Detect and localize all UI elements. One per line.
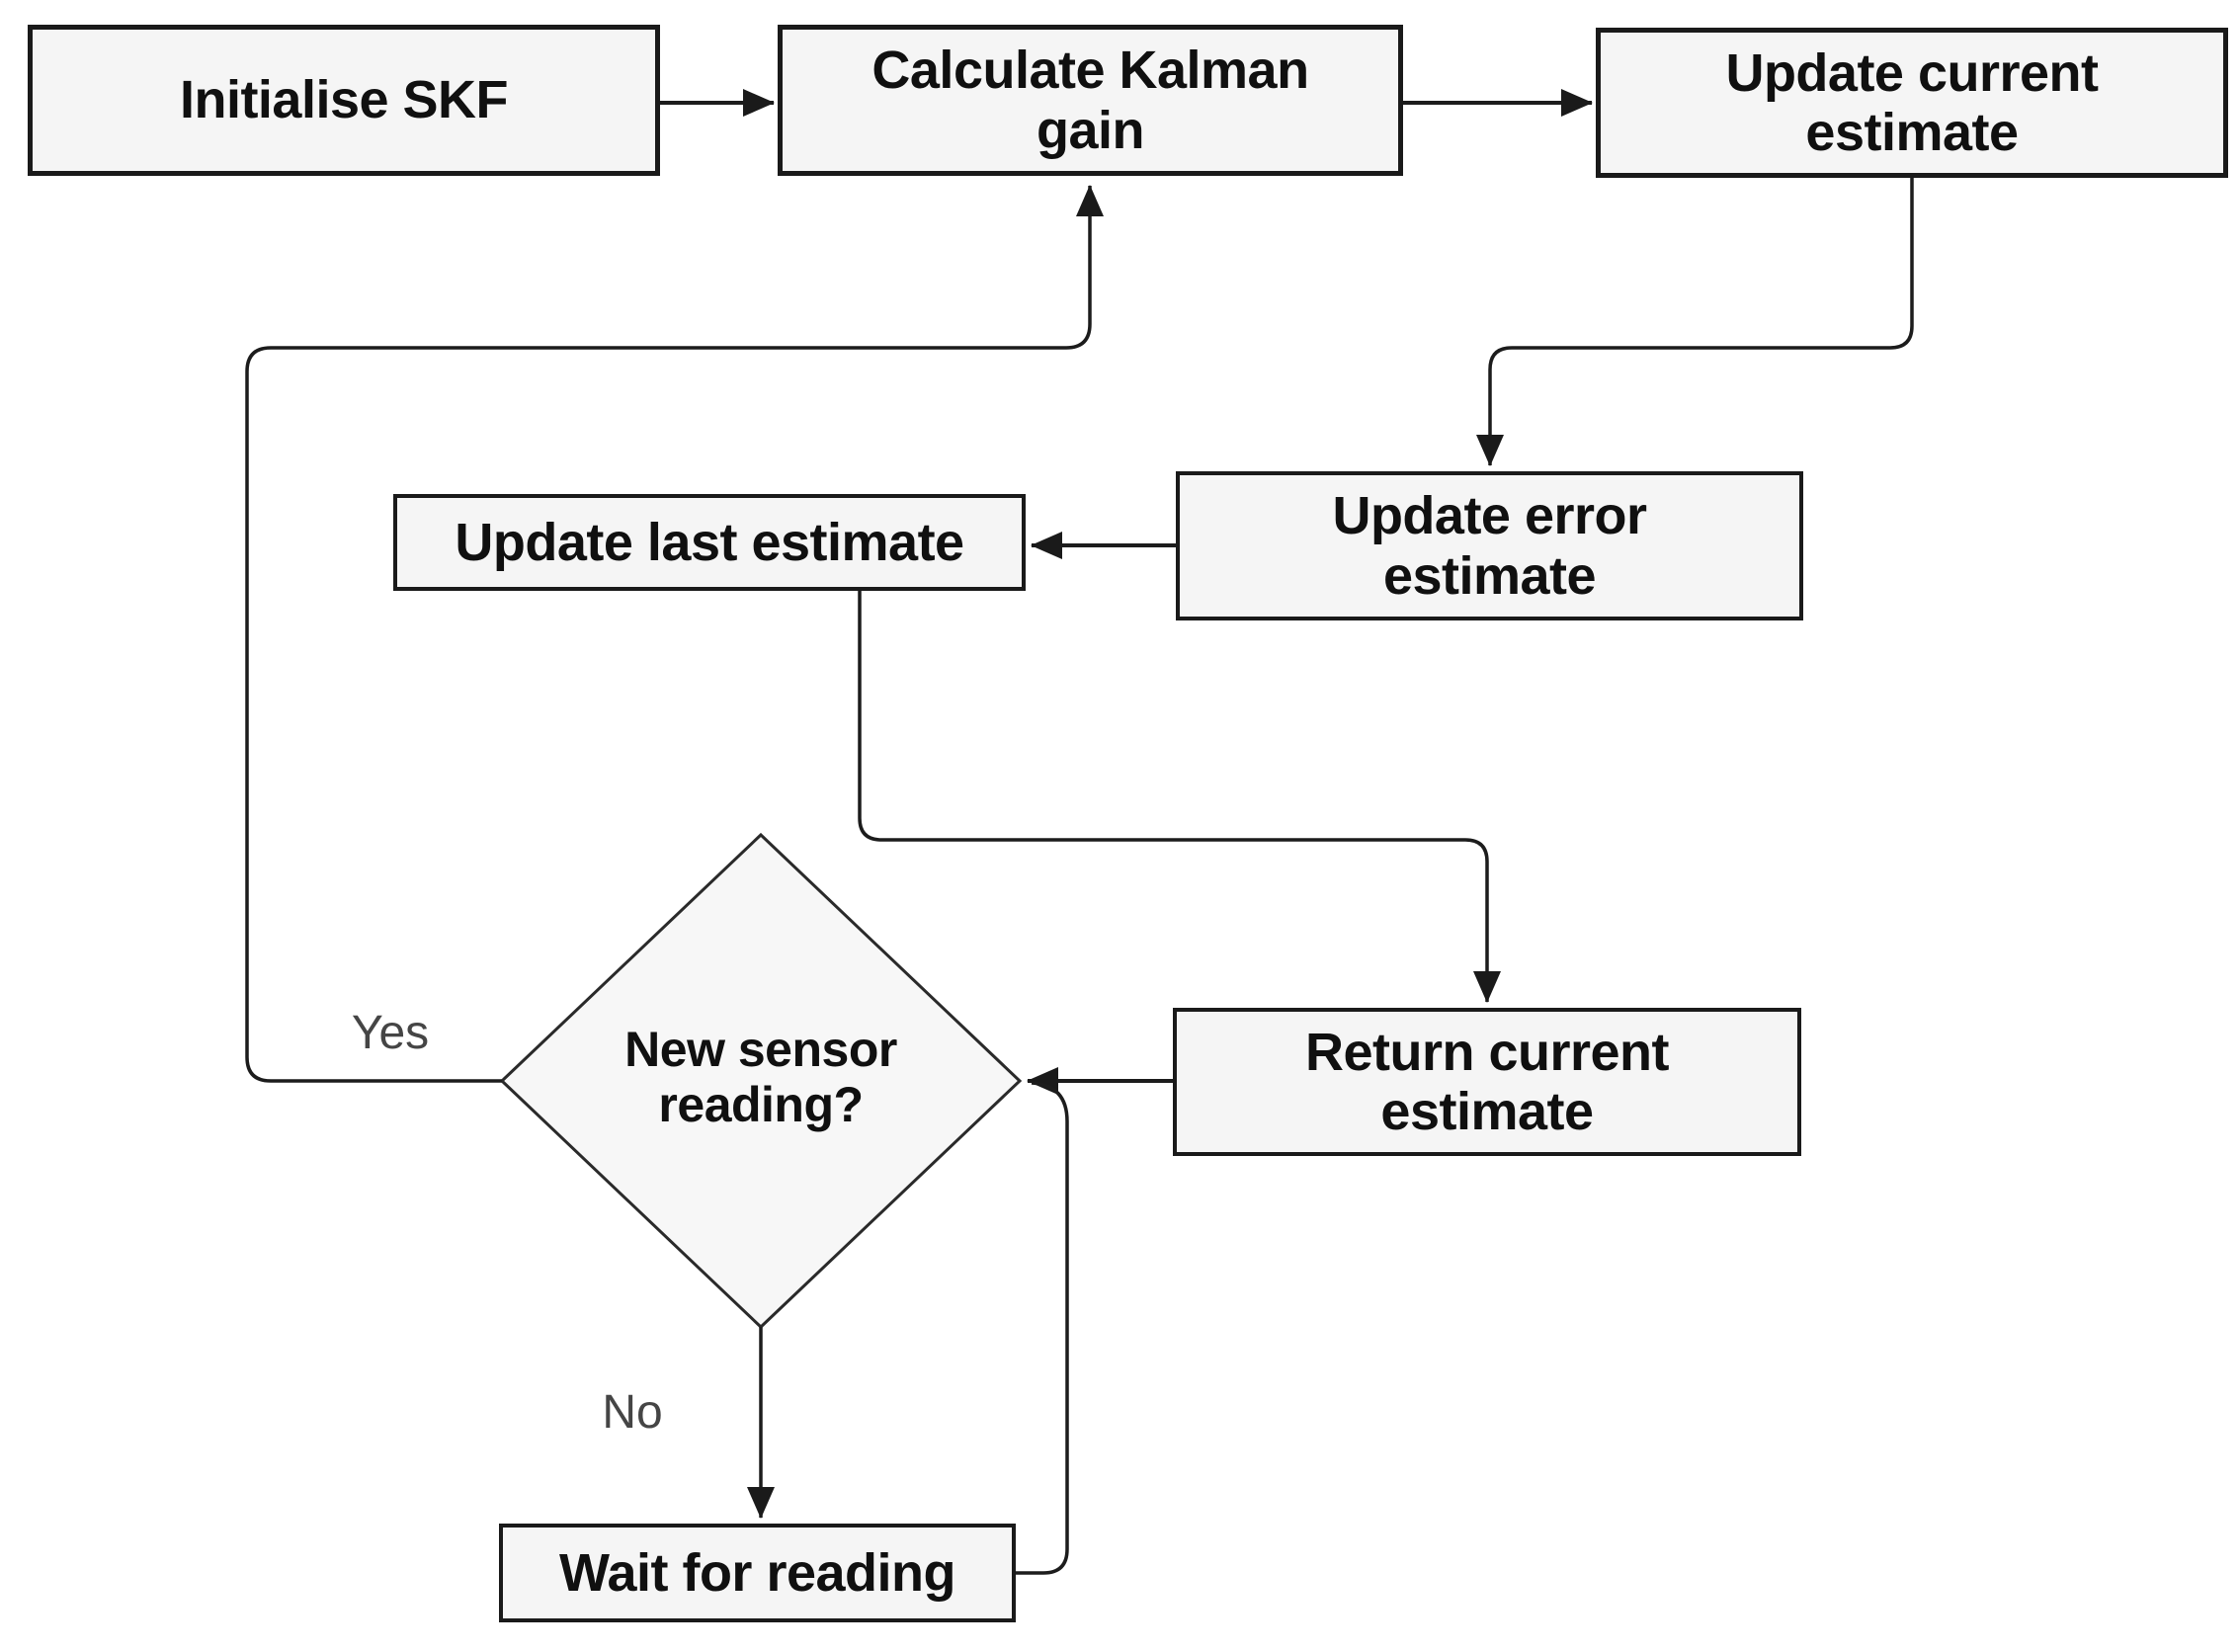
- node-update-error-estimate-label: Update error estimate: [1332, 486, 1647, 606]
- node-new-sensor-reading-label: New sensor reading?: [624, 1022, 897, 1132]
- node-return-current-estimate: Return current estimate: [1173, 1008, 1801, 1156]
- node-update-current-estimate: Update current estimate: [1596, 28, 2228, 178]
- node-wait-for-reading: Wait for reading: [499, 1524, 1016, 1622]
- node-initialise-skf: Initialise SKF: [28, 25, 660, 176]
- node-return-current-estimate-label: Return current estimate: [1304, 1022, 1670, 1141]
- node-update-current-estimate-label: Update current estimate: [1725, 42, 2099, 162]
- node-calculate-kalman-gain-label: Calculate Kalman gain: [871, 41, 1309, 160]
- node-update-error-estimate: Update error estimate: [1176, 471, 1803, 620]
- edge-label-yes-text: Yes: [351, 1007, 430, 1059]
- node-wait-for-reading-label: Wait for reading: [558, 1542, 956, 1603]
- edge-decision-yes-to-calc-gain: [245, 185, 1104, 1083]
- edge-update-current-to-update-error: [1476, 178, 1914, 466]
- edge-label-yes: Yes: [326, 996, 455, 1070]
- edge-update-last-to-return-current: [858, 591, 1501, 1003]
- edge-label-no-text: No: [602, 1386, 663, 1439]
- node-update-last-estimate-label: Update last estimate: [455, 512, 964, 572]
- node-update-last-estimate: Update last estimate: [393, 494, 1026, 591]
- node-calculate-kalman-gain: Calculate Kalman gain: [778, 25, 1403, 176]
- edge-wait-back-to-decision: [1016, 1081, 1069, 1575]
- node-new-sensor-reading-decision: New sensor reading?: [539, 963, 983, 1191]
- edge-label-no: No: [573, 1375, 692, 1449]
- node-initialise-skf-label: Initialise SKF: [179, 70, 509, 130]
